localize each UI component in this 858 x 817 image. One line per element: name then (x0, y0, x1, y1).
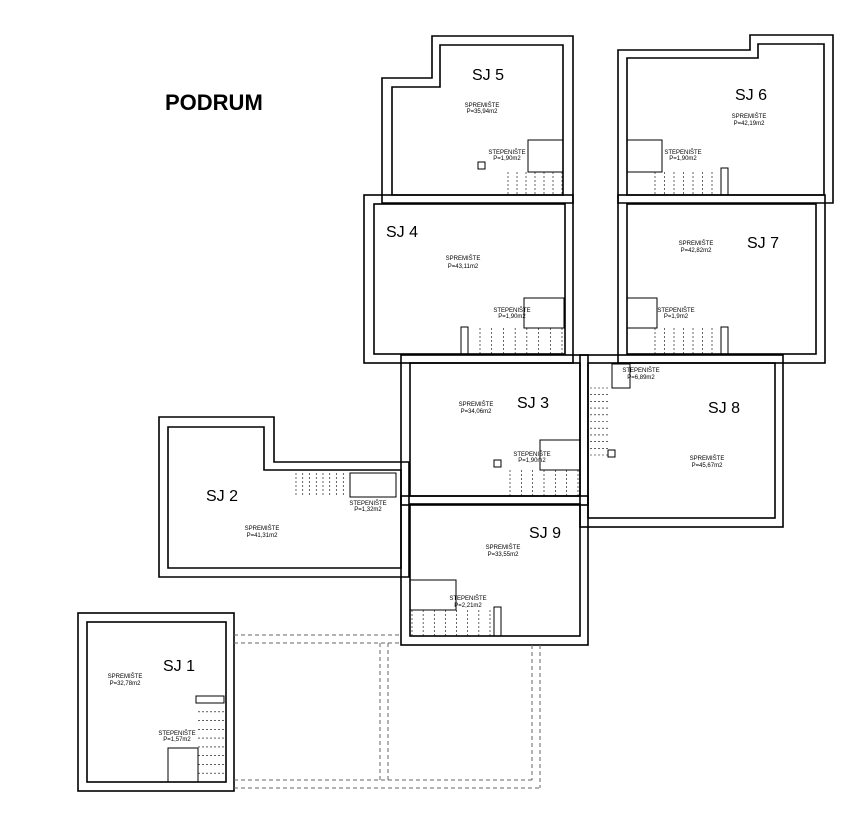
unit-sj2-storage-area: P=41,31m2 (247, 533, 279, 539)
unit-sj2: SJ 2 SPREMIŠTE P=41,31m2 STEPENIŠTE P=1,… (158, 416, 410, 578)
unit-sj5: SJ 5 SPREMIŠTE P=35,94m2 STEPENIŠTE P=1,… (381, 35, 574, 204)
unit-sj2-outer-wall (158, 416, 410, 578)
unit-sj2-stair-name: STEPENIŠTE (349, 500, 386, 507)
unit-sj7-stair (626, 297, 658, 329)
unit-sj9-stair (409, 579, 457, 611)
unit-sj7: SJ 7 SPREMIŠTE P=42,82m2 STEPENIŠTE P=1,… (617, 194, 826, 364)
unit-sj1-storage-area: P=32,78m2 (110, 681, 142, 687)
unit-sj5-stair (527, 139, 564, 173)
unit-sj2-label: SJ 2 (206, 488, 238, 505)
unit-sj9-stair-name: STEPENIŠTE (449, 595, 486, 602)
unit-sj7-storage-name: SPREMIŠTE (679, 240, 714, 247)
unit-sj7-storage-area: P=42,82m2 (681, 248, 713, 254)
unit-sj1-wall-stub (195, 695, 225, 704)
unit-sj6-stair-name: STEPENIŠTE (664, 149, 701, 156)
unit-sj6-storage-name: SPREMIŠTE (732, 113, 767, 120)
stair-treads (198, 172, 713, 783)
unit-sj6-label: SJ 6 (735, 87, 767, 104)
unit-sj4-stair-area: P=1,90m2 (498, 314, 526, 320)
unit-sj6-wall-stub (720, 167, 729, 196)
unit-sj1-stair-area: P=1,57m2 (163, 737, 191, 743)
unit-sj2-stair-area: P=1,32m2 (354, 507, 382, 513)
unit-sj4-label: SJ 4 (386, 224, 418, 241)
unit-sj4-storage-area: P=43,11m2 (448, 264, 479, 270)
unit-sj9-stair-area: P=2,21m2 (454, 603, 482, 609)
unit-sj4-storage-name: SPREMIŠTE (446, 255, 481, 262)
unit-sj1-stair (167, 747, 199, 783)
unit-sj3-storage-area: P=34,06m2 (461, 409, 493, 415)
unit-sj8-inner-wall (587, 362, 776, 519)
unit-sj8-storage-area: P=45,67m2 (692, 463, 724, 469)
unit-sj7-label: SJ 7 (747, 235, 779, 252)
unit-sj3-outer-wall (400, 354, 589, 506)
unit-sj3-stair-area: P=1,90m2 (518, 458, 546, 464)
unit-sj9-wall-stub (493, 606, 502, 637)
unit-sj4-inner-wall (373, 203, 566, 355)
unit-sj9: SJ 9 SPREMIŠTE P=33,55m2 STEPENIŠTE P=2,… (400, 495, 589, 646)
unit-sj8-label: SJ 8 (708, 400, 740, 417)
unit-sj1-label: SJ 1 (163, 658, 195, 675)
unit-sj5-column (477, 161, 486, 170)
unit-sj4-stair-name: STEPENIŠTE (493, 307, 530, 314)
unit-sj4-stair (523, 297, 565, 329)
unit-sj5-label: SJ 5 (472, 67, 504, 84)
unit-sj7-stair-area: P=1,9m2 (664, 314, 689, 320)
unit-sj7-wall-stub (720, 326, 729, 355)
unit-sj3-stair-name: STEPENIŠTE (513, 451, 550, 458)
unit-sj8-stair-name: STEPENIŠTE (622, 367, 659, 374)
unit-sj2-storage-name: SPREMIŠTE (245, 525, 280, 532)
unit-sj6-outer-wall (617, 34, 834, 204)
unit-sj1-outer-wall (77, 612, 235, 792)
unit-sj7-stair-name: STEPENIŠTE (657, 307, 694, 314)
unit-sj8-stair (611, 363, 631, 389)
dashed-outline (234, 634, 541, 789)
unit-sj8-column (607, 449, 616, 458)
unit-sj6-stair-area: P=1,90m2 (669, 156, 697, 162)
unit-sj9-storage-area: P=33,55m2 (488, 552, 520, 558)
unit-sj1-storage-name: SPREMIŠTE (108, 673, 143, 680)
unit-sj1-inner-wall (86, 621, 227, 783)
unit-sj5-storage-area: P=35,94m2 (467, 109, 499, 115)
unit-sj8-outer-wall (579, 354, 784, 528)
unit-sj4-wall-stub (460, 326, 469, 355)
unit-sj9-inner-wall (409, 503, 581, 637)
unit-sj8-stair-area: P=6,89m2 (627, 375, 655, 381)
unit-sj5-stair-area: P=1,90m2 (493, 156, 521, 162)
unit-sj3-column (493, 459, 502, 468)
unit-sj6-storage-area: P=42,19m2 (734, 121, 766, 127)
unit-sj3: SJ 3 SPREMIŠTE P=34,06m2 STEPENIŠTE P=1,… (400, 354, 589, 506)
unit-sj3-storage-name: SPREMIŠTE (459, 401, 494, 408)
plan-title: PODRUM (165, 90, 263, 115)
unit-sj1: SJ 1 SPREMIŠTE P=32,78m2 STEPENIŠTE P=1,… (77, 612, 235, 792)
unit-sj5-storage-name: SPREMIŠTE (465, 102, 500, 109)
unit-sj3-label: SJ 3 (517, 395, 549, 412)
unit-sj6: SJ 6 SPREMIŠTE P=42,19m2 STEPENIŠTE P=1,… (617, 34, 834, 204)
unit-sj9-label: SJ 9 (529, 525, 561, 542)
unit-sj8: SJ 8 SPREMIŠTE P=45,67m2 STEPENIŠTE P=6,… (579, 354, 784, 528)
unit-sj2-stair (349, 472, 397, 498)
unit-sj3-inner-wall (409, 362, 581, 497)
unit-sj9-storage-name: SPREMIŠTE (486, 544, 521, 551)
unit-sj2-inner-wall (167, 426, 402, 569)
unit-sj1-stair-name: STEPENIŠTE (158, 730, 195, 737)
unit-sj4: SJ 4 SPREMIŠTE P=43,11m2 STEPENIŠTE P=1,… (363, 194, 574, 364)
unit-sj8-storage-name: SPREMIŠTE (690, 455, 725, 462)
unit-sj6-stair (626, 139, 663, 173)
unit-sj5-outer-wall (381, 35, 574, 204)
unit-sj5-stair-name: STEPENIŠTE (488, 149, 525, 156)
unit-sj9-outer-wall (400, 495, 589, 646)
